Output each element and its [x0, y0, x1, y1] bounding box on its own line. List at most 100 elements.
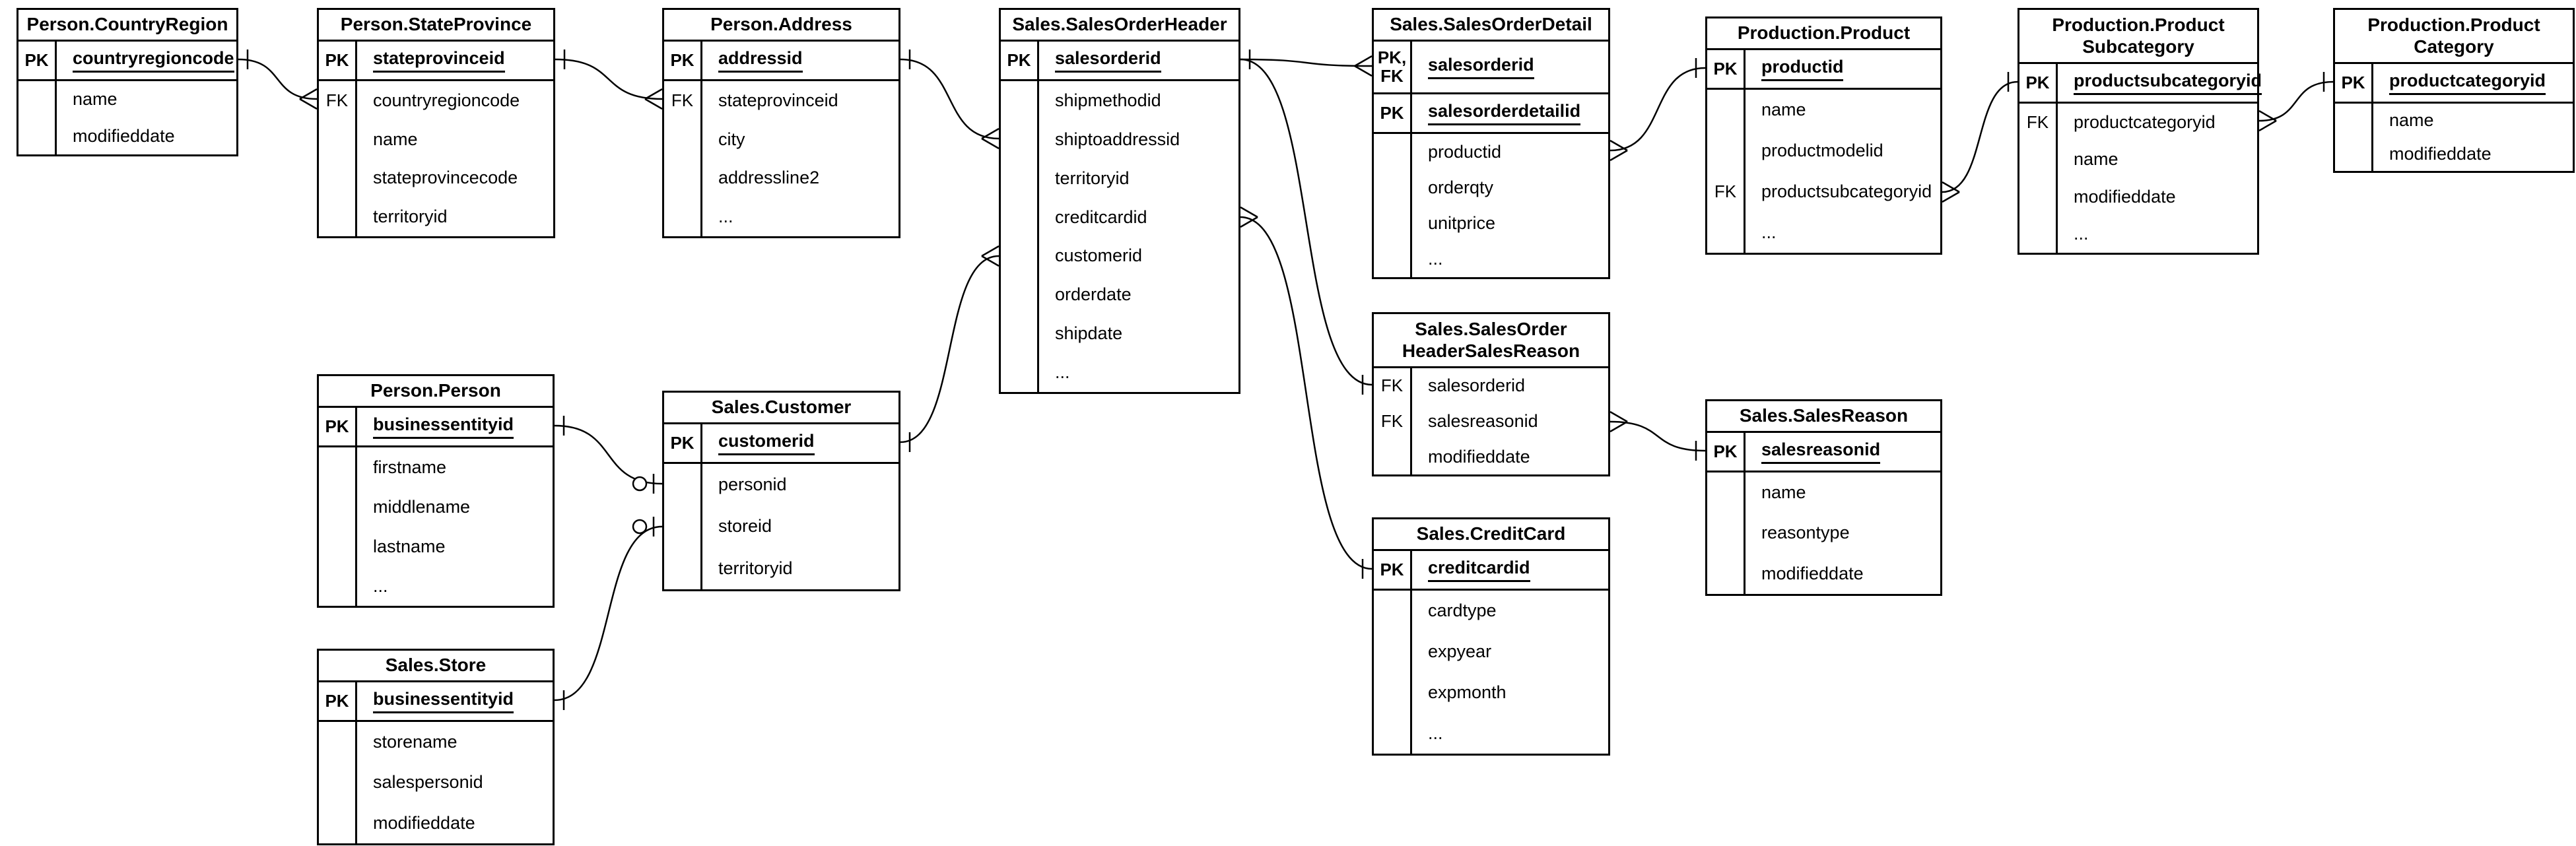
edge-address-salesorderheader	[900, 58, 1000, 140]
crowsfoot-marker	[981, 137, 1000, 150]
table-field-row: unitprice	[1374, 205, 1608, 242]
table-field-row: ...	[1001, 353, 1238, 392]
table-field-row: ...	[664, 197, 898, 236]
table-sales-salesreason-title: Sales.SalesReason	[1707, 401, 1940, 433]
table-production-product-title: Production.Product	[1707, 18, 1940, 50]
key-label	[1374, 591, 1412, 632]
table-sales-creditcard-title: Sales.CreditCard	[1374, 519, 1608, 551]
pk-field-name: businessentityid	[373, 414, 514, 439]
pk-field-name: productsubcategoryid	[2074, 71, 2262, 95]
table-field-row: reasontype	[1707, 513, 1940, 554]
crowsfoot-marker	[1354, 65, 1373, 77]
pk-field-name: salesorderid	[1428, 55, 1534, 79]
table-person-address-title: Person.Address	[664, 10, 898, 42]
key-label: PK	[319, 42, 357, 79]
key-label	[2335, 104, 2373, 137]
key-label: FK	[1374, 403, 1412, 439]
field-name: ...	[718, 207, 733, 227]
pk-field-name: businessentityid	[373, 689, 514, 713]
table-field-row: orderqty	[1374, 170, 1608, 206]
table-field-row: modifieddate	[319, 802, 553, 843]
key-label	[319, 487, 357, 527]
table-field-row: expmonth	[1374, 672, 1608, 713]
table-field-row: city	[664, 119, 898, 159]
table-sales-salesorderheadersalesreason-title: Sales.SalesOrder HeaderSalesReason	[1374, 314, 1608, 368]
table-field-row: shiptoaddressid	[1001, 119, 1238, 159]
field-name: name	[1761, 100, 1806, 120]
field-name: name	[73, 89, 118, 110]
field-name: ...	[2074, 224, 2089, 244]
table-person-person-title: Person.Person	[319, 376, 553, 408]
table-field-row: name	[1707, 472, 1940, 513]
edge-salesorderheader-creditcard	[1240, 216, 1373, 570]
crowsfoot-marker	[1610, 420, 1628, 433]
field-name: orderqty	[1428, 177, 1494, 197]
table-field-row: territoryid	[1001, 158, 1238, 198]
table-field-row: firstname	[319, 447, 553, 487]
key-label	[2335, 137, 2373, 171]
field-name: ...	[373, 575, 388, 596]
crowsfoot-marker	[2258, 110, 2277, 122]
key-label	[1707, 513, 1746, 554]
field-name: shiptoaddressid	[1055, 129, 1180, 149]
edge-salesorderheader-headersalesreason	[1240, 58, 1373, 386]
field-name: ...	[1428, 723, 1443, 743]
field-name: storeid	[718, 516, 772, 537]
field-name: modifieddate	[2389, 144, 2491, 164]
field-name: name	[1761, 482, 1806, 503]
table-field-row: modifieddate	[1707, 553, 1940, 594]
edge-countryregion-stateprovince	[238, 58, 318, 100]
key-label	[1001, 119, 1039, 159]
field-name: salesorderid	[1428, 375, 1526, 396]
pk-field-name: salesorderid	[1055, 48, 1161, 73]
key-label	[664, 547, 702, 589]
field-name: orderdate	[1055, 284, 1132, 305]
table-field-row: shipdate	[1001, 314, 1238, 354]
table-field-row: cardtype	[1374, 591, 1608, 632]
table-field-row: addressline2	[664, 158, 898, 198]
field-name: lastname	[373, 536, 446, 556]
key-label: PK, FK	[1374, 42, 1412, 92]
table-field-row: shipmethodid	[1001, 81, 1238, 120]
key-label	[664, 464, 702, 506]
key-label	[2019, 141, 2058, 178]
key-label	[664, 197, 702, 236]
key-label	[1374, 170, 1412, 206]
table-person-countryregion-title: Person.CountryRegion	[18, 10, 236, 42]
table-field-row: stateprovincecode	[319, 158, 553, 198]
key-label	[319, 762, 357, 803]
field-name: territoryid	[373, 207, 448, 227]
key-label	[1001, 275, 1039, 315]
field-name: creditcardid	[1055, 207, 1147, 227]
key-label	[1001, 314, 1039, 354]
pk-field-name: salesreasonid	[1761, 439, 1881, 464]
table-field-row: name	[2019, 141, 2257, 178]
table-production-productsubcategory-title: Production.Product Subcategory	[2019, 10, 2257, 64]
crowsfoot-marker	[981, 255, 1000, 267]
key-label	[319, 566, 357, 606]
